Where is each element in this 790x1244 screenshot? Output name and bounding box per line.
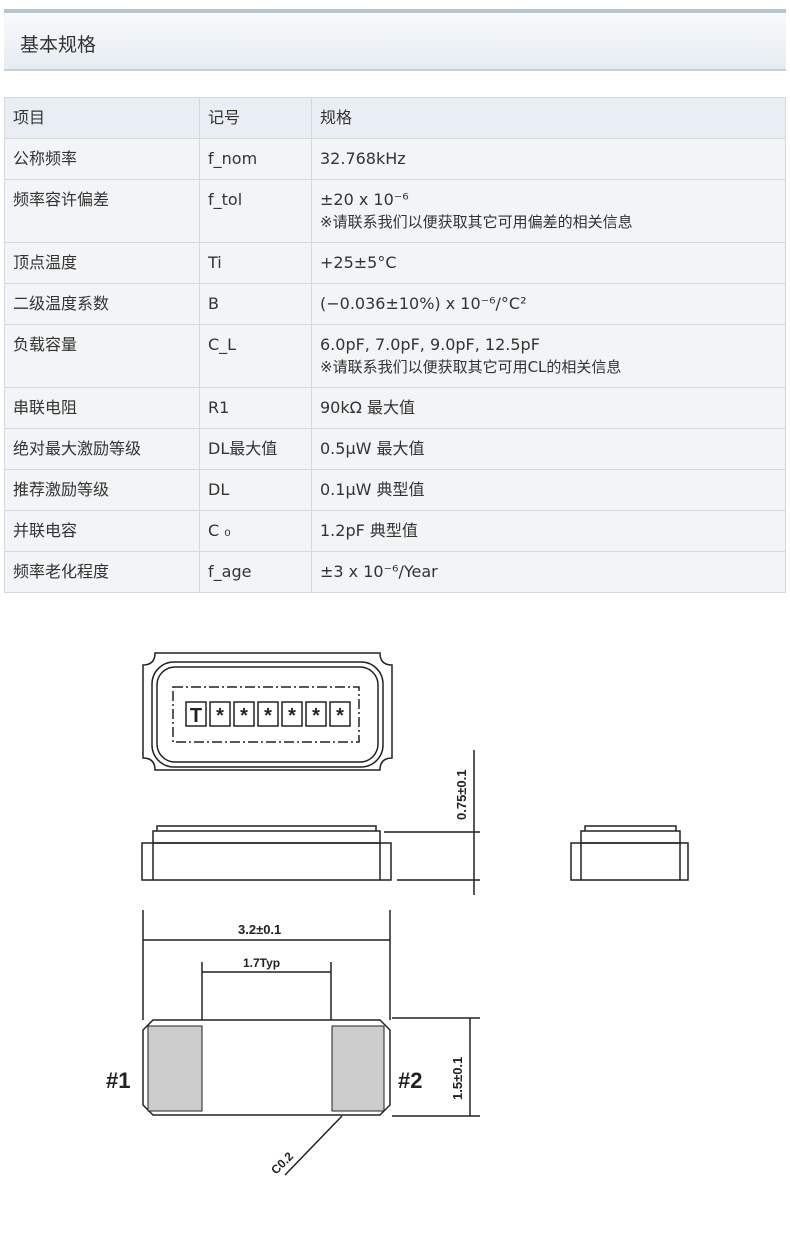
row-symbol: C_L (199, 324, 312, 388)
row-spec: 90kΩ 最大值 (311, 387, 786, 429)
row-item: 并联电容 (4, 510, 200, 552)
row-spec: 6.0pF, 7.0pF, 9.0pF, 12.5pF ※请联系我们以便获取其它可… (311, 324, 786, 388)
row-symbol: C ₀ (199, 510, 312, 552)
row-item: 频率容许偏差 (4, 179, 200, 243)
pin1-label: #1 (106, 1068, 130, 1093)
row-symbol: f_nom (199, 138, 312, 180)
row-item: 绝对最大激励等级 (4, 428, 200, 470)
row-item: 顶点温度 (4, 242, 200, 284)
table-header-row: 项目 记号 规格 (4, 97, 786, 139)
header-item: 项目 (4, 97, 200, 139)
pad-gap-dim-label: 1.7Typ (243, 956, 280, 970)
spec-note: ※请联系我们以便获取其它可用偏差的相关信息 (320, 213, 633, 231)
width-dim-label: 1.5±0.1 (450, 1057, 465, 1100)
row-symbol: Ti (199, 242, 312, 284)
height-dim-label: 0.75±0.1 (454, 769, 469, 820)
marking-box (281, 701, 303, 727)
row-spec: ±20 x 10⁻⁶ ※请联系我们以便获取其它可用偏差的相关信息 (311, 179, 786, 243)
bottom-view: 3.2±0.1 1.7Typ 1.5±0.1 #1 #2 C0.2 (106, 910, 480, 1177)
marking-char: * (264, 705, 272, 727)
spec-value: 0.5μW 最大值 (320, 439, 425, 458)
row-symbol: f_age (199, 551, 312, 593)
length-dim-label: 3.2±0.1 (238, 922, 281, 937)
row-spec: 32.768kHz (311, 138, 786, 180)
marking-box (209, 701, 231, 727)
row-symbol: B (199, 283, 312, 325)
spec-value: ±20 x 10⁻⁶ (320, 190, 409, 209)
row-spec: (−0.036±10%) x 10⁻⁶/°C² (311, 283, 786, 325)
marking-box (185, 701, 207, 727)
section-header: 基本规格 (4, 9, 786, 71)
marking-box (305, 701, 327, 727)
marking-box (233, 701, 255, 727)
marking-char: * (288, 705, 296, 727)
row-symbol: DL (199, 469, 312, 511)
spec-value: 1.2pF 典型值 (320, 521, 418, 540)
row-spec: ±3 x 10⁻⁶/Year (311, 551, 786, 593)
spec-value: 32.768kHz (320, 149, 406, 168)
row-spec: 0.5μW 最大值 (311, 428, 786, 470)
section-title: 基本规格 (20, 34, 97, 56)
spec-value: 90kΩ 最大值 (320, 398, 415, 417)
marking-box (257, 701, 279, 727)
row-item: 推荐激励等级 (4, 469, 200, 511)
pin2-label: #2 (398, 1068, 422, 1093)
spec-note: ※请联系我们以便获取其它可用CL的相关信息 (320, 358, 622, 376)
package-drawing: T * * * * * * 0.75±0.1 3.2±0.1 1.7Typ 1.5±0.1 … (106, 652, 689, 1177)
row-symbol: DL最大值 (199, 428, 312, 470)
row-spec: 0.1μW 典型值 (311, 469, 786, 511)
spec-value: 0.1μW 典型值 (320, 480, 425, 499)
row-spec: 1.2pF 典型值 (311, 510, 786, 552)
row-item: 负载容量 (4, 324, 200, 388)
row-item: 二级温度系数 (4, 283, 200, 325)
header-spec: 规格 (311, 97, 786, 139)
marking-char: * (216, 705, 224, 727)
end-view (570, 825, 689, 881)
spec-value: ±3 x 10⁻⁶/Year (320, 562, 438, 581)
marking-char: * (336, 705, 344, 727)
row-symbol: f_tol (199, 179, 312, 243)
spec-value: 6.0pF, 7.0pF, 9.0pF, 12.5pF (320, 335, 540, 354)
spec-value: (−0.036±10%) x 10⁻⁶/°C² (320, 294, 527, 313)
chamfer-label: C0.2 (268, 1149, 296, 1177)
side-view: 0.75±0.1 (141, 750, 480, 895)
row-symbol: R1 (199, 387, 312, 429)
row-item: 公称频率 (4, 138, 200, 180)
top-view: T * * * * * * (142, 652, 393, 771)
header-symbol: 记号 (199, 97, 312, 139)
row-item: 频率老化程度 (4, 551, 200, 593)
row-spec: +25±5°C (311, 242, 786, 284)
row-item: 串联电阻 (4, 387, 200, 429)
marking-box (329, 701, 351, 727)
spec-value: +25±5°C (320, 253, 397, 272)
marking-char: T (190, 705, 202, 727)
marking-char: * (312, 705, 320, 727)
marking-char: * (240, 705, 248, 727)
